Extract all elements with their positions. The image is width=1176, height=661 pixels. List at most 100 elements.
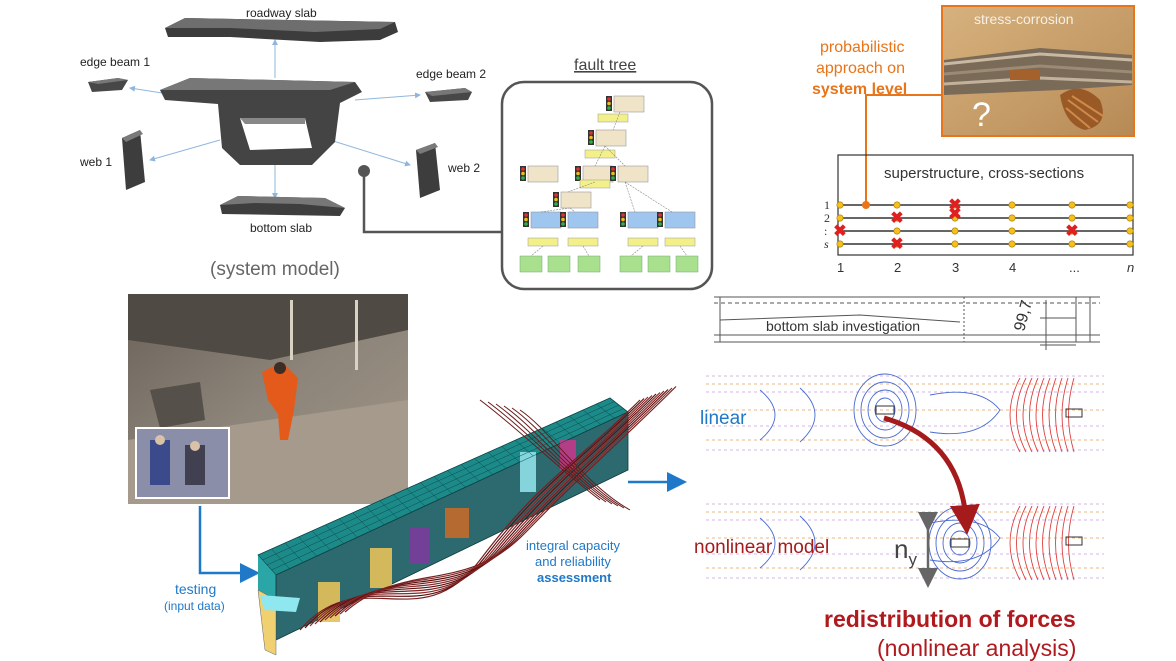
contour-line-blue [942, 522, 978, 564]
grid-node [836, 240, 844, 248]
fe-patch [410, 528, 430, 563]
contour-line-red [1035, 505, 1045, 581]
fault-tree-node [595, 129, 627, 147]
fault-tree-node [567, 211, 599, 229]
redistribution-line1: redistribution of forces [824, 606, 1076, 632]
contour-line-red [1035, 377, 1045, 453]
system-model-caption: (system model) [210, 259, 340, 280]
traffic-light-icon [575, 166, 581, 181]
assessment-line1: integral capacity [526, 538, 620, 553]
contour-line-red [1022, 377, 1033, 453]
fault-tree-leaf [577, 255, 601, 273]
grid-col-label: 2 [894, 260, 901, 275]
fe-patch [445, 508, 469, 538]
failure-cross-icon: ✖ [890, 210, 903, 227]
traffic-light-icon [657, 212, 663, 227]
grid-node [836, 214, 844, 222]
contour-line-red [1009, 505, 1021, 581]
ny-label: ny [894, 534, 917, 569]
traffic-light-icon [560, 212, 566, 227]
fault-tree-edge [594, 145, 606, 167]
grid-node [951, 214, 959, 222]
contour-line-blue [867, 389, 903, 431]
probabilistic-connector [865, 94, 942, 205]
grid-node [1008, 227, 1016, 235]
contour-line-blue [949, 530, 971, 556]
traffic-light-icon [610, 166, 616, 181]
fault-tree-node [560, 191, 592, 209]
assessment-line2: and reliability [535, 554, 611, 569]
failure-cross-icon: ✖ [890, 236, 903, 253]
testing-arrow [198, 506, 260, 583]
traffic-light-icon [606, 96, 612, 111]
fault-tree-gate [597, 113, 629, 123]
contour-line-red [1016, 377, 1027, 453]
grid-node [1068, 240, 1076, 248]
fe-tendon [495, 403, 613, 505]
fe-tendon [503, 405, 619, 507]
grid-node [1068, 214, 1076, 222]
contour-line-red [1016, 505, 1027, 581]
nonlinear-contour-plot [706, 503, 1104, 581]
contour-line-red [1042, 377, 1051, 453]
fault-tree-leaf [675, 255, 699, 273]
traffic-light-icon [520, 166, 526, 181]
contour-marker-box [950, 538, 970, 548]
fault-tree-node [617, 165, 649, 183]
web-1-part [122, 130, 145, 190]
contour-line-red [1068, 505, 1075, 581]
fault-tree-gate [584, 149, 616, 159]
fault-tree-node [627, 211, 659, 229]
web-2-label: web 2 [447, 161, 480, 175]
fault-tree-edge [624, 181, 673, 213]
system-model-diagram [88, 18, 472, 216]
fe-mesh-line [266, 404, 620, 566]
fault-tree-gate [579, 179, 611, 189]
fe-tendon [519, 409, 631, 511]
contour-line-red [1022, 505, 1033, 581]
edge-beam-1-label: edge beam 1 [80, 55, 150, 69]
fault-tree-leaf [547, 255, 571, 273]
grid-node [951, 240, 959, 248]
grid-node [1008, 214, 1016, 222]
grid-node [951, 227, 959, 235]
fault-tree-connector [358, 165, 502, 234]
fault-tree-node [664, 211, 696, 229]
question-mark: ? [972, 96, 991, 134]
fault-tree-node [530, 211, 562, 229]
contour-line-red [1048, 505, 1057, 581]
contour-line-red [1029, 505, 1039, 581]
contour-line-blue [853, 373, 917, 447]
contour-line-blue [860, 381, 910, 439]
grid-node [893, 227, 901, 235]
assessment-line3: assessment [537, 570, 612, 585]
grid-node [1126, 201, 1134, 209]
nonlinear-label: nonlinear model [694, 537, 829, 558]
fe-mesh-line [262, 401, 615, 561]
contour-line-red [1048, 377, 1057, 453]
fault-tree-leaf [647, 255, 671, 273]
grid-col-label: ... [1069, 260, 1080, 275]
grid-node [1126, 240, 1134, 248]
redistribution-arrow [883, 415, 980, 535]
fe-tendon [487, 401, 607, 503]
investigation-dim: 99,7 [1011, 298, 1036, 333]
contour-line-red [1009, 377, 1021, 453]
fe-deck-edge [258, 555, 276, 600]
contour-line-red [1055, 505, 1063, 581]
fe-tendon [511, 407, 625, 509]
fault-tree-edge [630, 245, 644, 257]
fault-tree-edge [582, 245, 590, 257]
contour-line-blue [759, 515, 816, 571]
grid-col-label: n [1127, 260, 1134, 275]
grid-row-label: 1 [824, 198, 830, 212]
grid-node [893, 201, 901, 209]
failure-cross-icon: ✖ [833, 223, 846, 240]
contour-line-blue [759, 387, 816, 443]
contour-line-red [1068, 377, 1075, 453]
grid-node [1068, 201, 1076, 209]
fault-tree-leaf [619, 255, 643, 273]
